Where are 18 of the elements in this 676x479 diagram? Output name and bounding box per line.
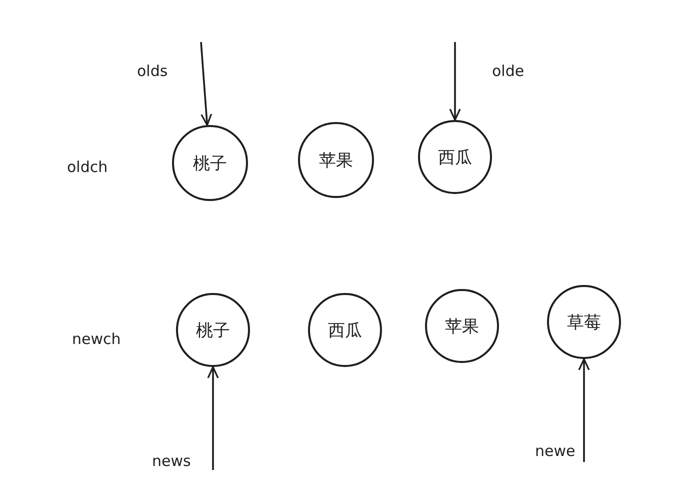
circle-node — [308, 293, 382, 367]
node-label: 草莓 — [567, 312, 601, 334]
circle-node — [176, 293, 250, 367]
node-label: 西瓜 — [328, 320, 362, 342]
node-label: 苹果 — [319, 150, 353, 172]
arrow — [207, 366, 219, 470]
arrow — [200, 42, 212, 126]
node-label: 西瓜 — [438, 146, 472, 168]
node-label: 桃子 — [196, 320, 230, 342]
node-label: 桃子 — [193, 152, 227, 174]
circle-node — [418, 120, 492, 194]
circle-node — [547, 285, 621, 359]
circle-node — [425, 289, 499, 363]
node-label: 苹果 — [445, 316, 479, 338]
arrow — [578, 358, 590, 462]
arrow — [449, 42, 461, 121]
circle-node — [298, 122, 374, 198]
circle-node — [172, 125, 248, 201]
